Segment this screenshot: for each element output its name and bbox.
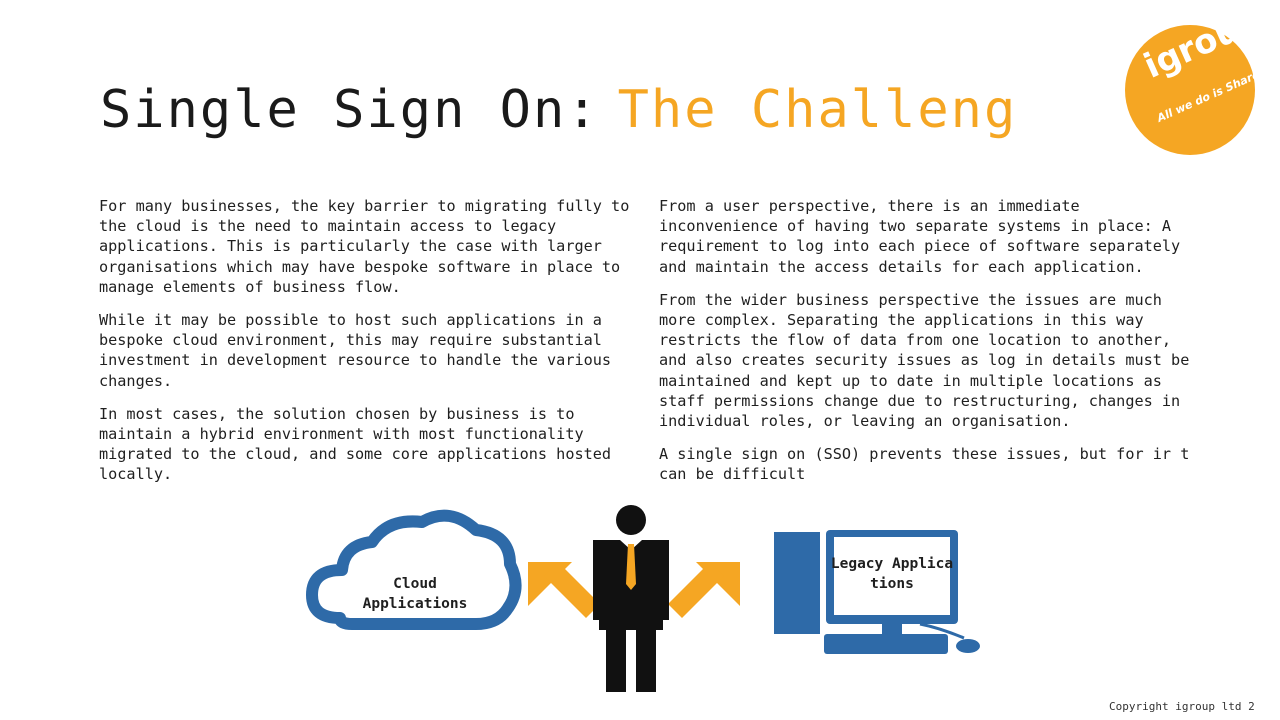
left-paragraph-2: While it may be possible to host such ap… <box>99 311 612 390</box>
right-paragraph-3: A single sign on (SSO) prevents these is… <box>659 445 1190 484</box>
cloud-icon <box>306 509 522 630</box>
left-paragraph-3: In most cases, the solution chosen by bu… <box>99 404 612 484</box>
page-title: Single Sign On: The Challeng <box>100 78 1017 142</box>
legacy-applications-label: Legacy Applications <box>830 556 954 592</box>
right-paragraph-2: From the wider business perspective the … <box>659 290 1190 431</box>
title-part-1: Single Sign On: <box>100 80 600 140</box>
left-paragraph-1: For many businesses, the key barrier to … <box>99 197 630 296</box>
arrow-to-legacy-icon <box>668 562 740 618</box>
right-paragraph-1: From a user perspective, there is an imm… <box>659 197 1181 276</box>
sso-diagram <box>306 505 980 692</box>
user-figure-icon <box>593 505 669 692</box>
copyright-footer: Copyright igroup ltd 2 <box>1109 700 1255 713</box>
right-text-column: From a user perspective, there is an imm… <box>659 196 1199 498</box>
legacy-computer-icon <box>774 530 980 654</box>
cloud-applications-label: Cloud Applications <box>362 576 468 612</box>
arrow-to-cloud-icon <box>528 562 600 618</box>
igroup-logo: igroup All we do is SharePoint <box>1125 0 1280 155</box>
left-text-column: For many businesses, the key barrier to … <box>99 196 634 498</box>
title-part-2: The Challeng <box>617 80 1018 140</box>
